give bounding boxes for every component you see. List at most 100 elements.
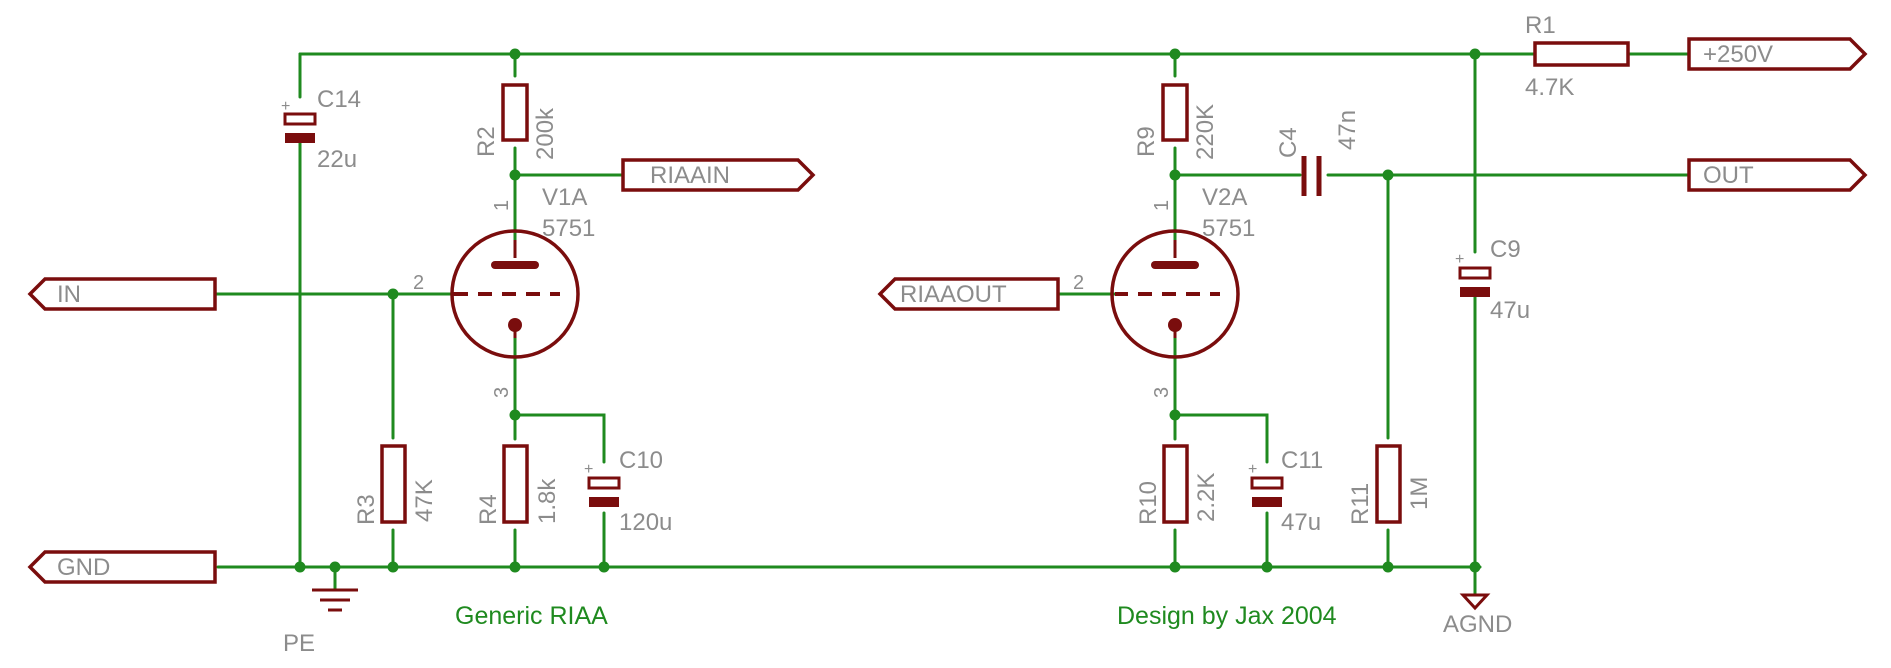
port-riaain: RIAAIN	[621, 158, 816, 192]
r1-ref: R1	[1525, 12, 1556, 39]
pe-ground-symbol: PE	[283, 588, 358, 657]
port-out: OUT	[1687, 158, 1868, 192]
capacitor-c9: + C9 47u	[1455, 236, 1530, 324]
resistor-body	[380, 444, 407, 524]
junctions	[294, 48, 1481, 573]
port-gnd-label: GND	[57, 554, 110, 581]
wire-v2-cathode	[1173, 336, 1269, 569]
r10-ref: R10	[1135, 481, 1162, 525]
r3-value: 47K	[411, 479, 438, 522]
capacitor-c14: + C14 22u	[281, 86, 361, 173]
r11-value: 1M	[1406, 477, 1433, 510]
c9-ref: C9	[1490, 236, 1521, 263]
resistor-r2: R2 200k	[473, 83, 559, 160]
capacitor-plate-positive	[1250, 476, 1284, 490]
port-out-shape	[1687, 158, 1868, 192]
junction-dot	[1469, 48, 1481, 60]
agnd-ground-symbol: AGND	[1443, 593, 1512, 638]
c11-plus: +	[1248, 461, 1257, 478]
capacitor-plate-positive	[587, 476, 621, 490]
capacitor-plate-negative	[589, 497, 619, 507]
r9-value: 220K	[1192, 104, 1219, 160]
junction-dot	[329, 561, 341, 573]
port-vplus-shape	[1687, 37, 1868, 71]
port-vplus: +250V	[1687, 37, 1868, 71]
capacitor-c11: + C11 47u	[1248, 447, 1323, 536]
wire-v2-anode	[1173, 52, 1691, 569]
r2-value: 200k	[532, 107, 559, 160]
port-riaaout-shape	[877, 277, 1060, 311]
agnd-label: AGND	[1443, 611, 1512, 638]
r2-ref: R2	[473, 126, 500, 157]
resistor-r11: R11 1M	[1347, 444, 1433, 525]
wire-v1-cathode	[513, 336, 606, 569]
resistor-r4: R4 1.8k	[475, 444, 561, 525]
tube-envelope	[450, 229, 580, 359]
r1-value: 4.7K	[1525, 74, 1574, 101]
resistor-body	[1161, 83, 1189, 142]
junction-dot	[387, 561, 399, 573]
junction-dot	[294, 561, 306, 573]
c14-ref: C14	[317, 86, 361, 113]
v1a-value: 5751	[542, 215, 595, 242]
port-riaain-shape	[621, 158, 816, 192]
note-design-credit: Design by Jax 2004	[1117, 602, 1337, 630]
c4-value: 47n	[1334, 110, 1361, 150]
c11-ref: C11	[1281, 447, 1323, 474]
c4-ref: C4	[1275, 127, 1302, 158]
r4-ref: R4	[475, 494, 502, 525]
junction-dot	[1382, 561, 1394, 573]
v1-pin-anode: 1	[491, 200, 513, 211]
junction-dot	[1169, 169, 1181, 181]
junction-dot	[509, 48, 521, 60]
c9-plus: +	[1455, 251, 1464, 268]
resistor-body	[1533, 41, 1630, 67]
junction-dot	[387, 288, 399, 300]
c11-value: 47u	[1281, 509, 1321, 536]
v1-pin-grid: 2	[413, 272, 424, 294]
v1-pin-cathode: 3	[491, 387, 513, 398]
resistor-body	[502, 444, 529, 524]
capacitor-c10: + C10 120u	[584, 447, 672, 536]
c14-value: 22u	[317, 146, 357, 173]
c10-ref: C10	[619, 447, 663, 474]
tube-cathode	[1168, 318, 1182, 332]
junction-dot	[509, 409, 521, 421]
port-gnd: GND	[27, 550, 217, 584]
port-in: IN	[27, 277, 217, 311]
v1a-ref: V1A	[542, 184, 587, 211]
junction-dot	[1169, 561, 1181, 573]
resistor-body	[501, 83, 529, 142]
junction-dot	[1469, 561, 1481, 573]
junction-dot	[509, 561, 521, 573]
capacitor-plate-negative	[1252, 497, 1282, 507]
r11-ref: R11	[1347, 483, 1374, 525]
port-vplus-label: +250V	[1703, 41, 1773, 68]
resistor-r9: R9 220K	[1133, 83, 1219, 160]
c10-value: 120u	[619, 509, 672, 536]
junction-dot	[1261, 561, 1273, 573]
capacitor-plate-positive	[1458, 266, 1492, 280]
resistor-r10: R10 2.2K	[1135, 444, 1220, 525]
r3-ref: R3	[353, 494, 380, 525]
port-in-label: IN	[57, 281, 81, 308]
tube-v2a: V2A 5751 1 2 3	[1073, 184, 1255, 398]
c14-plus: +	[281, 98, 290, 115]
c10-plus: +	[584, 461, 593, 478]
resistor-body	[1162, 444, 1189, 524]
r4-value: 1.8k	[534, 478, 561, 524]
port-in-shape	[27, 277, 217, 311]
junction-dot	[1169, 48, 1181, 60]
junction-dot	[1382, 169, 1394, 181]
v2a-ref: V2A	[1202, 184, 1247, 211]
pe-ground-lines	[312, 588, 358, 612]
v2-pin-grid: 2	[1073, 272, 1084, 294]
resistor-body	[1375, 444, 1402, 524]
port-gnd-shape	[27, 550, 217, 584]
r10-value: 2.2K	[1193, 473, 1220, 522]
port-riaain-label: RIAAIN	[650, 162, 730, 189]
capacitor-plate-negative	[1460, 287, 1490, 297]
wire-v1-grid	[213, 292, 455, 569]
junction-dot	[1169, 409, 1181, 421]
